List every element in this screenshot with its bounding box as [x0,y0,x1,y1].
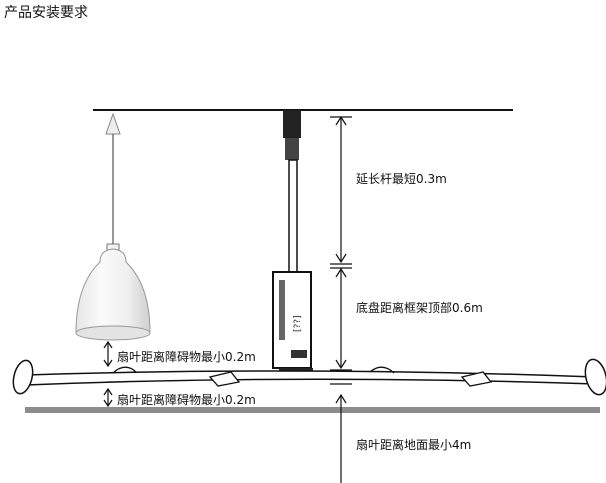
dim-base-arrow-bottom [335,359,347,370]
extension-rod-dimension [330,115,352,269]
dim-obst-arrow-bottom [103,399,113,408]
dim-lamp-arrow-bottom [103,359,113,368]
dim-ext-arrow-top [335,115,347,126]
fan-downrod-assembly [272,110,313,378]
blade-tip-left [12,359,34,395]
motor-housing-text: [??] [293,315,303,332]
blade-to-obstacle-lower-label: 扇叶距离障碍物最小0.2m [117,393,256,407]
pendant-lamp [75,112,151,341]
blade-to-floor-dimension [330,383,352,483]
fan-blade-bar [12,358,606,396]
page-title: 产品安装要求 [4,5,88,21]
lamp-to-blade-dimension [103,340,113,368]
blade-tip-right [584,358,606,396]
ceiling-mount [283,110,301,138]
downrod [288,159,298,276]
blade-clip-2 [460,371,493,387]
mount-bracket [285,138,299,160]
extension-rod-label: 延长杆最短0.3m [356,172,447,186]
blade-hump-1 [112,366,137,374]
floor-bar [25,407,600,413]
dim-obst-arrow-top [103,387,113,396]
motor-bracket [291,350,307,358]
base-to-frame-dimension [330,267,352,371]
lamp-shade-rim [75,325,151,341]
blade-hump-2 [369,366,395,374]
blade-clip-1 [208,371,241,387]
blade-bar-body [25,370,596,386]
base-to-frame-label: 底盘距离框架顶部0.6m [356,301,483,315]
lamp-shade [75,248,151,340]
dim-lamp-arrow-top [103,340,113,349]
dim-ext-arrow-bottom [335,253,347,264]
blade-to-floor-obstacle-dimension [103,387,113,408]
motor-detail [279,280,285,340]
blade-to-floor-label: 扇叶距离地面最小4m [356,438,472,452]
lamp-canopy [105,112,121,135]
dim-floor-arrow-top [335,393,347,404]
dim-base-arrow-top [335,267,347,278]
blade-to-obstacle-upper-label: 扇叶距离障碍物最小0.2m [117,350,256,364]
